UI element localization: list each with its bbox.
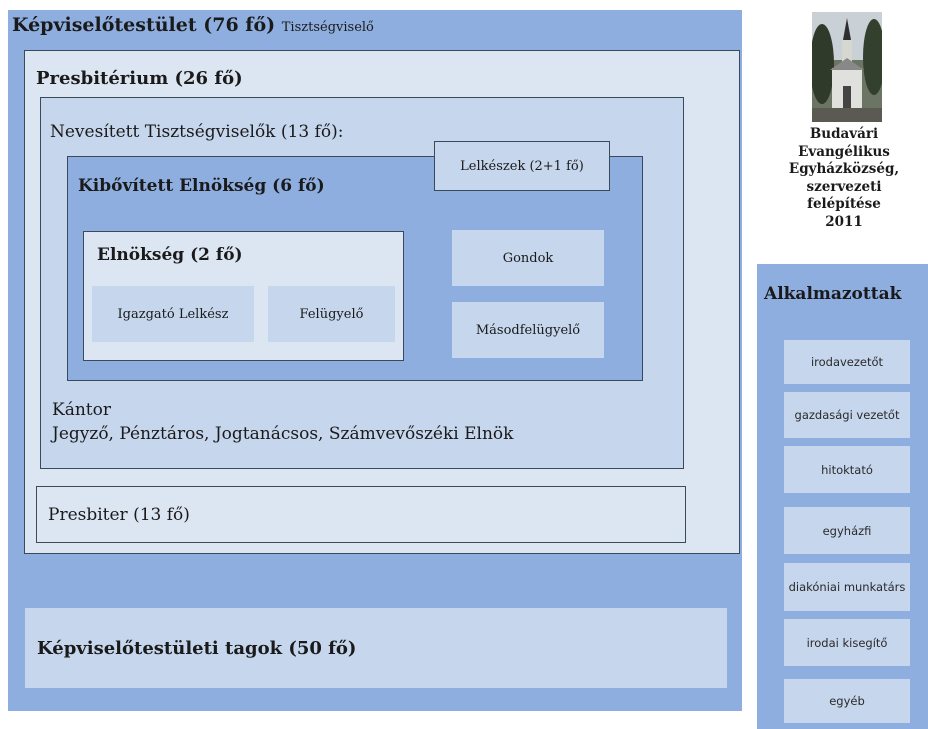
jegyzo-label: Jegyző, Pénztáros, Jogtanácsos, Számvevő… [52, 424, 514, 444]
alkalmazott-item: diakóniai munkatárs [784, 563, 910, 611]
kibovitett-elnokseg-title: Kibővített Elnökség (6 fő) [78, 176, 325, 196]
alkalmazott-item: hitoktató [784, 446, 910, 493]
tisztsegviselo-label: Tisztségviselő [281, 20, 374, 35]
alkalmazott-item: irodavezetőt [784, 340, 910, 384]
presbiterium-title: Presbitérium (26 fő) [36, 68, 243, 89]
kantor-text: Kántor Jegyző, Pénztáros, Jogtanácsos, S… [52, 398, 513, 446]
caption-line-3: Egyházközség, [788, 161, 900, 177]
alkalmazott-item: gazdasági vezetőt [784, 392, 910, 438]
gondok-box: Gondok [452, 230, 604, 286]
nevesitett-title: Nevesített Tisztségviselők (13 fő): [50, 122, 344, 142]
presbiter-box: Presbiter (13 fő) [36, 486, 686, 543]
alkalmazottak-title: Alkalmazottak [764, 284, 902, 304]
caption-line-2: Evangélikus [798, 143, 890, 160]
igazgato-lelkesz-box: Igazgató Lelkész [92, 286, 254, 342]
caption-line-5: felépítése [807, 196, 881, 212]
elnokseg-title: Elnökség (2 fő) [97, 245, 243, 265]
masodfelugyelo-box: Másodfelügyelő [452, 302, 604, 358]
kantor-label: Kántor [52, 400, 111, 420]
alkalmazott-item: egyéb [784, 679, 910, 723]
lelkeszek-box: Lelkészek (2+1 fő) [434, 141, 610, 191]
caption: Budavári Evangélikus Egyházközség, szerv… [760, 126, 928, 231]
caption-line-1: Budavári [809, 126, 879, 142]
alkalmazott-item: egyházfi [784, 507, 910, 554]
caption-line-4: szervezeti [806, 178, 882, 195]
kepviselotestulet-title: Képviselőtestület (76 fő) Tisztségviselő [12, 14, 374, 36]
church-photo [812, 12, 882, 122]
alkalmazott-item: irodai kisegítő [784, 619, 910, 666]
caption-line-6: 2011 [825, 213, 863, 230]
kepviselotestuleti-tagok-box: Képviselőtestületi tagok (50 fő) [25, 608, 727, 688]
felugyelo-box: Felügyelő [268, 286, 395, 342]
